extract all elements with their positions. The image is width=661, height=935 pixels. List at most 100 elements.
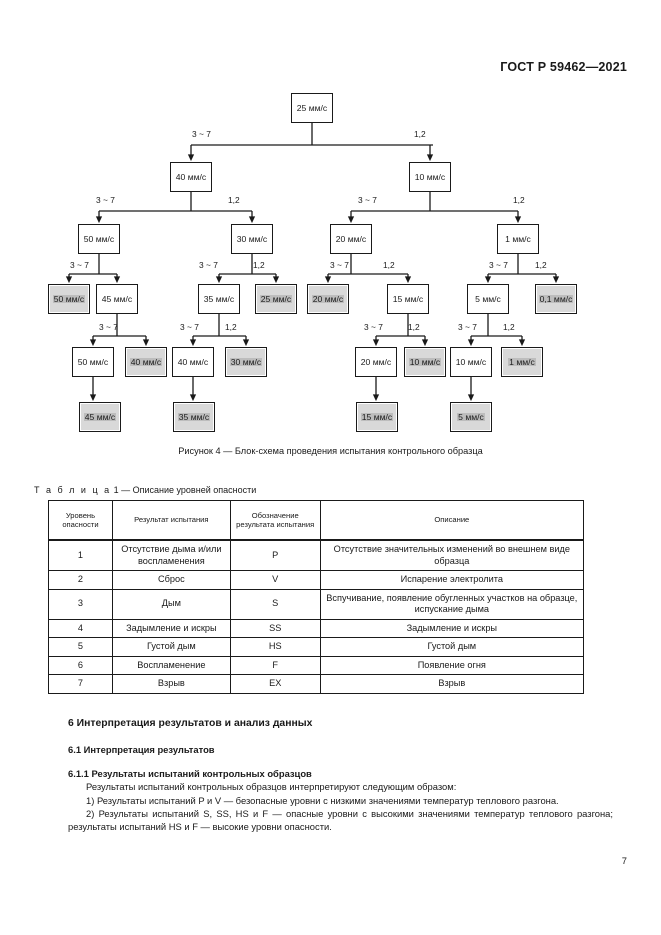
table-header-cell-2: Обозначение результата испытания — [229, 500, 321, 541]
table-cell: F — [229, 655, 321, 675]
flow-node-n24: 35 мм/с — [173, 402, 215, 432]
flow-node-n17: 40 мм/с — [172, 347, 214, 377]
flow-node-n18: 30 мм/с — [225, 347, 267, 377]
flow-node-label: 35 мм/с — [203, 293, 235, 304]
flow-node-n26: 5 мм/с — [450, 402, 492, 432]
flow-edge-label: 1,2 — [228, 195, 240, 205]
page-number: 7 — [621, 855, 627, 866]
table-cell: Взрыв — [319, 674, 585, 694]
table-cell: 3 — [48, 588, 113, 620]
flow-edge-label: 3 ~ 7 — [180, 322, 199, 332]
flow-node-n2: 10 мм/с — [409, 162, 451, 192]
flow-edge-label: 3 ~ 7 — [364, 322, 383, 332]
flow-edge-label: 1,2 — [414, 129, 426, 139]
flow-node-n0: 25 мм/с — [291, 93, 333, 123]
flow-node-label: 30 мм/с — [236, 233, 268, 244]
heading-section-6-1: 6.1 Интерпретация результатов — [68, 744, 215, 755]
table-cell: Появление огня — [319, 655, 585, 675]
flow-node-n20: 10 мм/с — [404, 347, 446, 377]
flow-node-label: 45 мм/с — [101, 293, 133, 304]
flow-node-label: 15 мм/с — [360, 411, 394, 422]
table-cell: Задымление и искры — [111, 618, 231, 638]
table-cell: S — [229, 588, 321, 620]
flow-edge-label: 1,2 — [513, 195, 525, 205]
heading-section-6: 6 Интерпретация результатов и анализ дан… — [68, 718, 313, 729]
flow-node-n9: 35 мм/с — [198, 284, 240, 314]
paragraph-intro: Результаты испытаний контрольных образцо… — [86, 781, 457, 792]
flow-node-label: 1 мм/с — [505, 233, 531, 244]
flow-node-n19: 20 мм/с — [355, 347, 397, 377]
flow-edge-label: 1,2 — [225, 322, 237, 332]
table-cell: Вспучивание, появление обугленных участк… — [319, 588, 585, 620]
table-cell: 4 — [48, 618, 113, 638]
flow-node-label: 25 мм/с — [296, 102, 328, 113]
table-title-word: Т а б л и ц а — [34, 485, 112, 495]
flow-edge-label: 1,2 — [383, 260, 395, 270]
table-cell: EX — [229, 674, 321, 694]
paragraph-item-1: 1) Результаты испытаний P и V — безопасн… — [86, 794, 559, 806]
flow-node-n12: 15 мм/с — [387, 284, 429, 314]
flow-node-n23: 45 мм/с — [79, 402, 121, 432]
flow-edge-label: 3 ~ 7 — [96, 195, 115, 205]
flow-edge-label: 3 ~ 7 — [358, 195, 377, 205]
flow-node-label: 5 мм/с — [457, 411, 485, 422]
flow-node-label: 20 мм/с — [335, 233, 367, 244]
flow-node-label: 20 мм/с — [311, 293, 345, 304]
flow-node-label: 40 мм/с — [177, 356, 209, 367]
flow-node-n25: 15 мм/с — [356, 402, 398, 432]
flow-node-n15: 50 мм/с — [72, 347, 114, 377]
table-cell: 7 — [48, 674, 113, 694]
figure-caption: Рисунок 4 — Блок-схема проведения испыта… — [178, 446, 483, 456]
heading-section-6-1-1: 6.1.1 Результаты испытаний контрольных о… — [68, 768, 312, 779]
flow-edge-label: 1,2 — [253, 260, 265, 270]
flow-node-n7: 50 мм/с — [48, 284, 90, 314]
flow-node-label: 50 мм/с — [52, 293, 86, 304]
flow-node-label: 45 мм/с — [83, 411, 117, 422]
flow-node-label: 1 мм/с — [508, 356, 536, 367]
flow-node-label: 50 мм/с — [77, 356, 109, 367]
table-header-cell-3: Описание — [319, 500, 585, 541]
flow-edge-label: 1,2 — [535, 260, 547, 270]
flow-node-label: 0,1 мм/с — [538, 293, 574, 304]
flowchart-connectors — [65, 123, 560, 402]
table-title-rest: 1 — Описание уровней опасности — [111, 485, 257, 495]
flow-node-n5: 20 мм/с — [330, 224, 372, 254]
table-cell: 2 — [48, 570, 113, 590]
table-cell: Отсутствие значительных изменений во вне… — [319, 539, 585, 571]
table-cell: 5 — [48, 637, 113, 657]
table-title: Т а б л и ц а 1 — Описание уровней опасн… — [34, 485, 256, 495]
flow-node-label: 30 мм/с — [229, 356, 263, 367]
flow-node-n21: 10 мм/с — [450, 347, 492, 377]
flow-node-n16: 40 мм/с — [125, 347, 167, 377]
flow-edge-label: 1,2 — [408, 322, 420, 332]
flow-node-label: 15 мм/с — [392, 293, 424, 304]
table-cell: Густой дым — [319, 637, 585, 657]
table-cell: Дым — [111, 588, 231, 620]
table-cell: V — [229, 570, 321, 590]
figure-flowchart: 25 мм/с 40 мм/с 10 мм/с 50 мм/с 30 мм/с 20 мм… — [0, 0, 661, 450]
table-cell: 6 — [48, 655, 113, 675]
flow-node-label: 40 мм/с — [175, 171, 207, 182]
flow-edge-label: 3 ~ 7 — [70, 260, 89, 270]
table-cell: Густой дым — [111, 637, 231, 657]
flow-node-label: 25 мм/с — [259, 293, 293, 304]
flow-node-n13: 5 мм/с — [467, 284, 509, 314]
flow-edge-label: 3 ~ 7 — [99, 322, 118, 332]
flow-node-label: 10 мм/с — [414, 171, 446, 182]
table-header-cell-1: Результат испытания — [111, 500, 231, 541]
flow-edge-label: 3 ~ 7 — [199, 260, 218, 270]
flow-edge-label: 1,2 — [503, 322, 515, 332]
flow-node-n6: 1 мм/с — [497, 224, 539, 254]
paragraph-item-2: 2) Результаты испытаний S, SS, HS и F — … — [68, 808, 613, 833]
table-cell: HS — [229, 637, 321, 657]
flow-node-n4: 30 мм/с — [231, 224, 273, 254]
